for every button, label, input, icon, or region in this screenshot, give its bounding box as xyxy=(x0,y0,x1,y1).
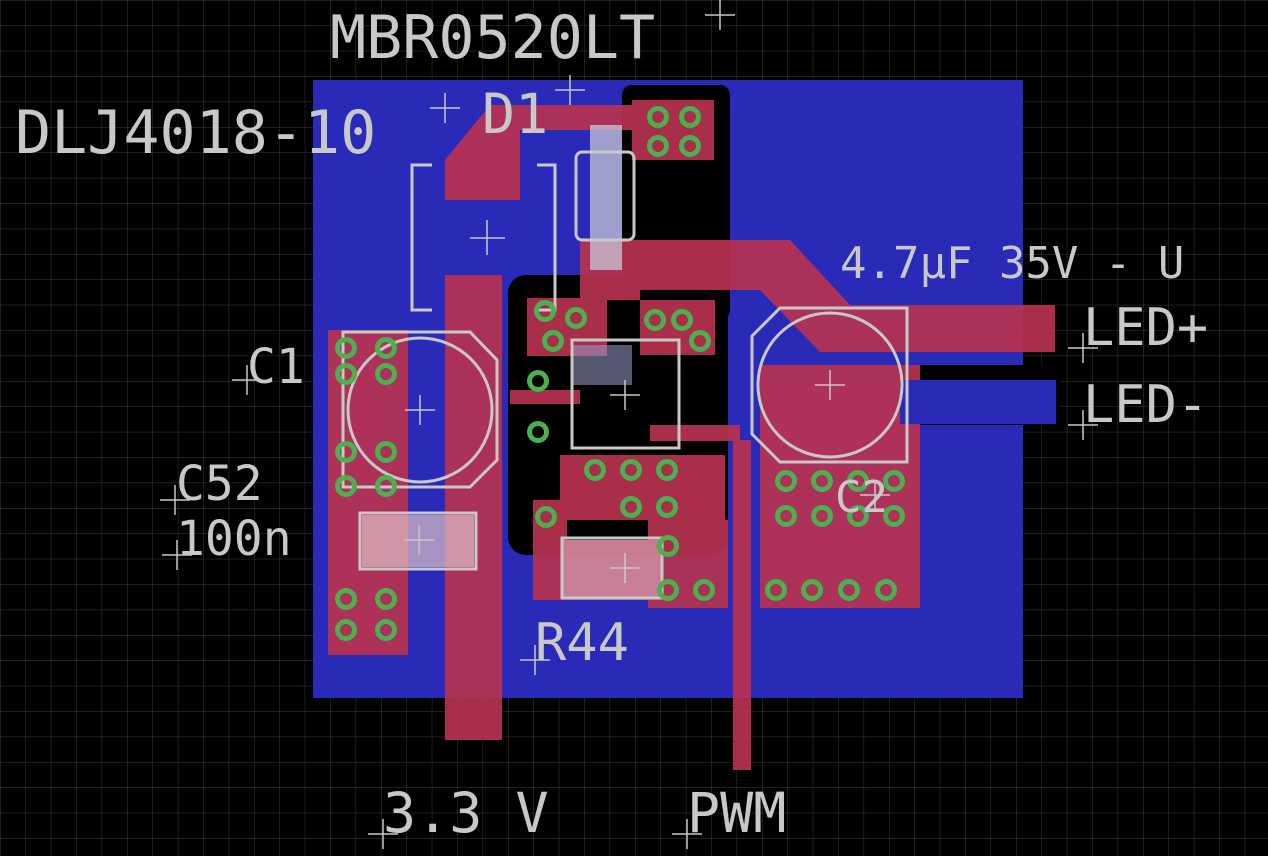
led-minus-label: LED- xyxy=(1083,375,1208,435)
inductor-outline-left xyxy=(410,163,432,312)
via xyxy=(689,330,711,352)
diode-body-pad xyxy=(590,125,622,270)
via xyxy=(565,307,587,329)
via xyxy=(838,579,860,601)
diode-outline xyxy=(574,150,636,242)
via xyxy=(375,441,397,463)
via xyxy=(375,619,397,641)
c52-outline xyxy=(358,511,478,571)
led-minus-trace xyxy=(900,380,1056,424)
via xyxy=(847,505,869,527)
via xyxy=(335,475,357,497)
via xyxy=(775,470,797,492)
diode-pad-top xyxy=(632,100,714,160)
via xyxy=(534,300,556,322)
c1-outline xyxy=(341,330,499,489)
c2-value-label: 4.7µF 35V - U xyxy=(840,238,1184,289)
via xyxy=(671,309,693,331)
via xyxy=(335,441,357,463)
r44-body xyxy=(562,540,662,598)
inductor-outline-right xyxy=(537,163,557,312)
via xyxy=(657,579,679,601)
c2-pad-area xyxy=(760,365,920,608)
via xyxy=(647,135,669,157)
via xyxy=(375,588,397,610)
via xyxy=(765,579,787,601)
c52-ref-label: C52 xyxy=(176,456,263,512)
via xyxy=(847,470,869,492)
supply-trace xyxy=(445,275,502,740)
via xyxy=(679,106,701,128)
c52-value-label: 100n xyxy=(176,511,292,567)
c1-circle xyxy=(346,336,494,484)
c2-outline xyxy=(750,306,909,464)
via xyxy=(535,506,557,528)
via xyxy=(375,337,397,359)
via xyxy=(656,459,678,481)
via xyxy=(883,505,905,527)
pwm-trace xyxy=(733,440,751,770)
via xyxy=(375,363,397,385)
c1-ref-label: C1 xyxy=(247,339,305,395)
pwm-trace-horizontal xyxy=(650,425,740,441)
ic-outline xyxy=(570,338,681,450)
via xyxy=(656,496,678,518)
r44-outline xyxy=(560,536,664,600)
led-plus-trace xyxy=(580,240,1055,352)
silkscreen-outlines xyxy=(341,150,909,600)
ic-pad-highlight xyxy=(572,345,632,385)
via xyxy=(335,363,357,385)
via xyxy=(527,370,549,392)
diode-value-label: MBR0520LT xyxy=(330,3,655,73)
silkscreen-text: MBR0520LT DLJ4018-10 D1 C1 C52 100n 4.7µ… xyxy=(15,3,1208,845)
via xyxy=(542,330,564,352)
via xyxy=(883,470,905,492)
via xyxy=(335,588,357,610)
via xyxy=(811,505,833,527)
via xyxy=(375,475,397,497)
via xyxy=(620,496,642,518)
via xyxy=(875,579,897,601)
via xyxy=(584,459,606,481)
via xyxy=(647,106,669,128)
via-group xyxy=(335,106,905,641)
via xyxy=(620,459,642,481)
via xyxy=(801,579,823,601)
via xyxy=(335,619,357,641)
via xyxy=(775,505,797,527)
inductor-value-label: DLJ4018-10 xyxy=(15,98,376,168)
via xyxy=(335,337,357,359)
via xyxy=(811,470,833,492)
via xyxy=(657,535,679,557)
c2-ref-label: C2 xyxy=(835,472,888,523)
led-plus-label: LED+ xyxy=(1083,298,1208,358)
c2-circle xyxy=(756,311,904,459)
origin-markers xyxy=(160,0,1098,849)
via xyxy=(693,579,715,601)
r44-ref-label: R44 xyxy=(535,613,629,673)
lower-center-pad xyxy=(560,455,725,520)
internal-trace xyxy=(510,390,580,404)
via xyxy=(527,421,549,443)
c52-pad xyxy=(362,515,474,567)
supply-label: 3.3 V xyxy=(383,781,549,845)
pwm-label: PWM xyxy=(687,781,786,845)
via xyxy=(679,135,701,157)
diode-ref-label: D1 xyxy=(482,82,548,146)
via xyxy=(644,309,666,331)
